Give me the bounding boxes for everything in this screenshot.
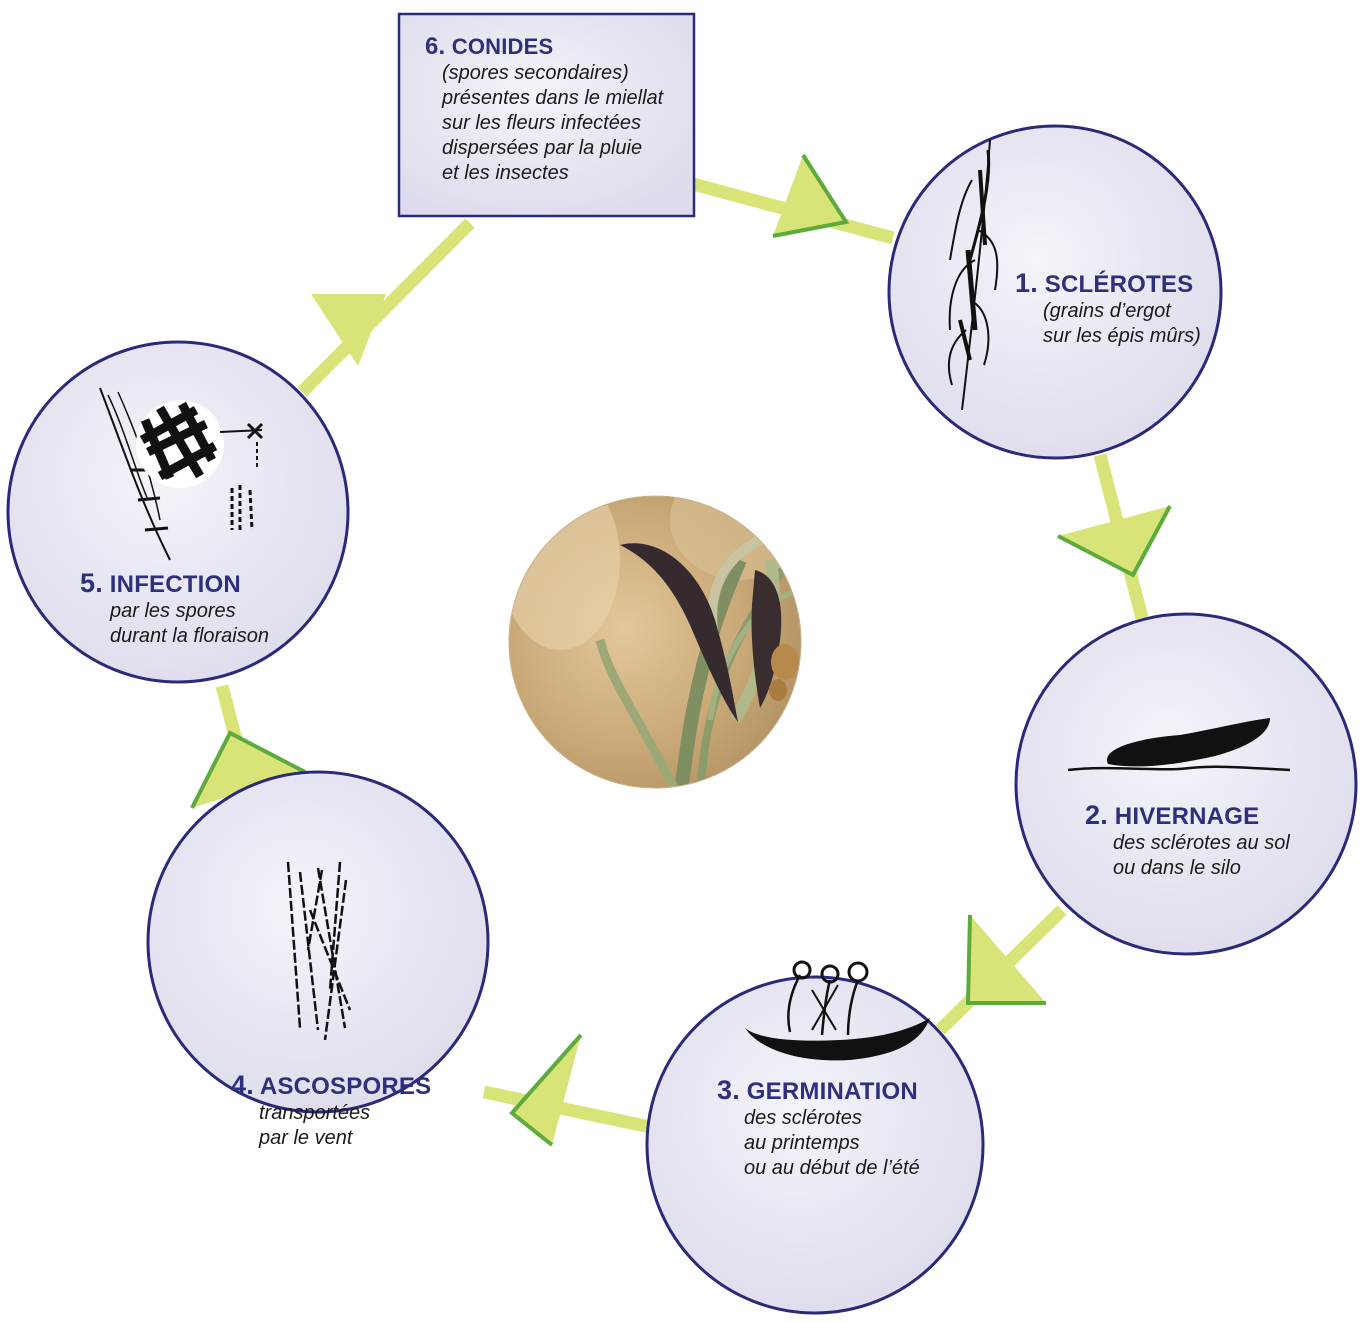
- stage-3-line: ou au début de l’été: [744, 1156, 920, 1181]
- stage-4-circle: [148, 772, 488, 1112]
- stage-2-title: 2. HIVERNAGE: [1085, 800, 1290, 831]
- stage-2-label: 2. HIVERNAGE des sclérotes au sol ou dan…: [1085, 800, 1290, 881]
- stage-3-line: des sclérotes: [744, 1106, 920, 1131]
- stage-6-line: présentes dans le miellat: [442, 86, 663, 111]
- stage-5-label: 5. INFECTION par les spores durant la fl…: [80, 568, 269, 649]
- stage-5-line: par les spores: [110, 599, 269, 624]
- stage-4-line: transportées: [259, 1101, 431, 1126]
- stage-1-line: (grains d’ergot: [1043, 299, 1201, 324]
- stage-6-line: sur les fleurs infectées: [442, 111, 663, 136]
- stage-6-line: (spores secondaires): [442, 61, 663, 86]
- stage-1-label: 1. SCLÉROTES (grains d’ergot sur les épi…: [1015, 268, 1201, 349]
- stage-5-title: 5. INFECTION: [80, 568, 269, 599]
- stage-6-line: et les insectes: [442, 161, 663, 186]
- stage-2-line: des sclérotes au sol: [1113, 831, 1290, 856]
- stage-1-line: sur les épis mûrs): [1043, 324, 1201, 349]
- ergot-photo: [500, 460, 810, 800]
- stage-6-label: 6. CONIDES (spores secondaires) présente…: [425, 33, 663, 186]
- stage-3-label: 3. GERMINATION des sclérotes au printemp…: [717, 1075, 920, 1181]
- arrow-5-to-6: [311, 294, 386, 366]
- stage-3-line: au printemps: [744, 1131, 920, 1156]
- stage-6-title: 6. CONIDES: [425, 33, 663, 61]
- arrow-3-to-4: [512, 1035, 581, 1145]
- stage-2-circle: [1016, 614, 1356, 954]
- stage-1-title: 1. SCLÉROTES: [1015, 268, 1201, 299]
- stage-4-label: 4. ASCOSPORES transportées par le vent: [231, 1070, 431, 1151]
- arrow-6-to-1: [773, 155, 846, 236]
- stage-4-title: 4. ASCOSPORES: [231, 1070, 431, 1101]
- connector-3-4: [484, 1092, 655, 1128]
- stage-2-line: ou dans le silo: [1113, 856, 1290, 881]
- stage-6-line: dispersées par la pluie: [442, 136, 663, 161]
- stage-3-title: 3. GERMINATION: [717, 1075, 920, 1106]
- stage-4-line: par le vent: [259, 1126, 431, 1151]
- stage-5-line: durant la floraison: [110, 624, 269, 649]
